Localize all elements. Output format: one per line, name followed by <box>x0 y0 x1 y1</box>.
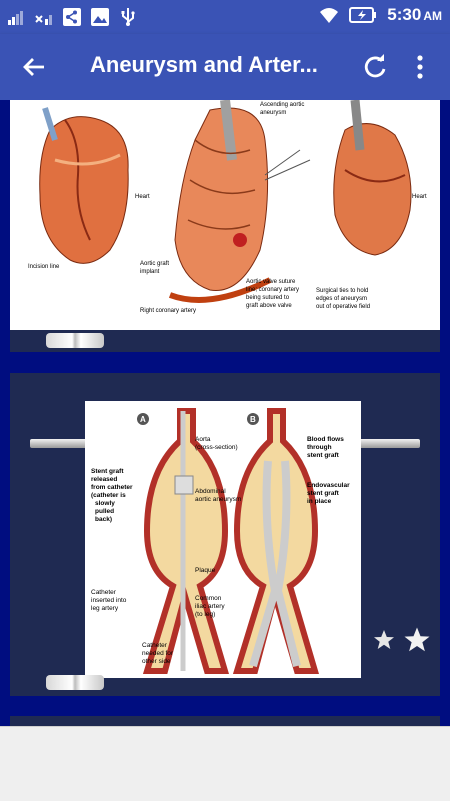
label-needed-1: Catheter <box>142 642 168 649</box>
bottom-bar <box>0 726 450 801</box>
label-stent-5: slowly <box>95 500 115 507</box>
signal-x-icon <box>35 15 52 25</box>
article-card[interactable] <box>10 716 440 726</box>
label-stent-2: released <box>91 476 117 483</box>
clock-ampm: AM <box>423 9 442 23</box>
label-needed-2: needed for <box>142 650 174 657</box>
more-options-button[interactable] <box>408 52 432 82</box>
label-endo-2: stent graft <box>307 490 340 497</box>
battery-icon <box>349 7 377 23</box>
label-endo-1: Endovascular <box>307 482 350 489</box>
page-title: Aneurysm and Arter... <box>90 52 318 77</box>
signal-icon <box>8 11 23 25</box>
star-icon <box>404 627 430 652</box>
label-flow-1: Blood flows <box>307 436 344 443</box>
star-icon <box>374 630 394 649</box>
label-valve-4: graft above valve <box>246 303 292 309</box>
label-valve-1: Aortic valve suture <box>246 279 296 285</box>
label-stent-6: pulled <box>95 508 114 515</box>
label-incision: Incision line <box>28 264 60 270</box>
label-ascending: Ascending aortic <box>260 102 304 108</box>
label-endo-3: in place <box>307 498 332 505</box>
article-card[interactable]: Ascending aortic aneurysm Heart Heart In… <box>10 100 440 352</box>
label-stent-1: Stent graft <box>91 468 124 475</box>
arrow-left-icon <box>23 58 44 76</box>
label-plaque: Plaque <box>195 567 216 574</box>
wifi-icon <box>320 8 339 23</box>
stent-graft-illustration: A B Aorta (cross-section) Stent graft re… <box>85 401 361 678</box>
label-needed-3: other side <box>142 658 171 665</box>
refresh-button[interactable] <box>360 52 390 82</box>
label-catheter-3: leg artery <box>91 605 119 612</box>
label-b: B <box>250 415 256 424</box>
label-abdominal: Abdominal <box>195 488 226 495</box>
heart-surgery-illustration: Ascending aortic aneurysm Heart Heart In… <box>10 100 440 330</box>
label-ascending-2: aneurysm <box>260 110 286 116</box>
usb-icon <box>121 8 135 26</box>
label-aorta: Aorta <box>195 436 211 443</box>
label-ties-2: edges of aneurysm <box>316 296 367 302</box>
label-catheter-2: inserted into <box>91 597 127 604</box>
label-catheter-1: Catheter <box>91 589 117 596</box>
back-button[interactable] <box>20 53 48 81</box>
image-slider-handle[interactable] <box>46 675 104 690</box>
article-card[interactable]: A B Aorta (cross-section) Stent graft re… <box>10 373 440 696</box>
refresh-icon <box>364 54 386 78</box>
app-bar: Aneurysm and Arter... <box>0 34 450 100</box>
image-slider-handle[interactable] <box>46 333 104 348</box>
image-icon <box>91 8 109 26</box>
label-iliac-1: Common <box>195 595 222 602</box>
label-ties-3: out of operative field <box>316 304 370 310</box>
label-ties-1: Surgical ties to hold <box>316 288 368 294</box>
label-graft-2: implant <box>140 269 160 275</box>
label-graft: Aortic graft <box>140 261 169 267</box>
label-valve-2: line; coronary artery <box>246 287 299 293</box>
label-valve-3: being sutured to <box>246 295 290 301</box>
content-list[interactable]: Ascending aortic aneurysm Heart Heart In… <box>0 100 450 726</box>
label-aorta-2: (cross-section) <box>195 444 238 451</box>
label-heart-left: Heart <box>135 194 150 200</box>
label-iliac-2: iliac artery <box>195 603 225 610</box>
label-iliac-3: (to leg) <box>195 611 215 618</box>
label-stent-3: from catheter <box>91 484 133 491</box>
label-coronary: Right coronary artery <box>140 308 196 314</box>
label-a: A <box>140 415 146 424</box>
label-abdominal-2: aortic aneurysm <box>195 496 241 503</box>
share-icon <box>63 8 81 26</box>
clock-time: 5:30 <box>387 5 422 24</box>
label-flow-3: stent graft <box>307 452 340 459</box>
label-stent-7: back) <box>95 516 112 523</box>
label-stent-4: (catheter is <box>91 492 126 499</box>
label-flow-2: through <box>307 444 332 451</box>
label-heart-right: Heart <box>412 194 427 200</box>
more-vert-icon <box>417 55 423 79</box>
